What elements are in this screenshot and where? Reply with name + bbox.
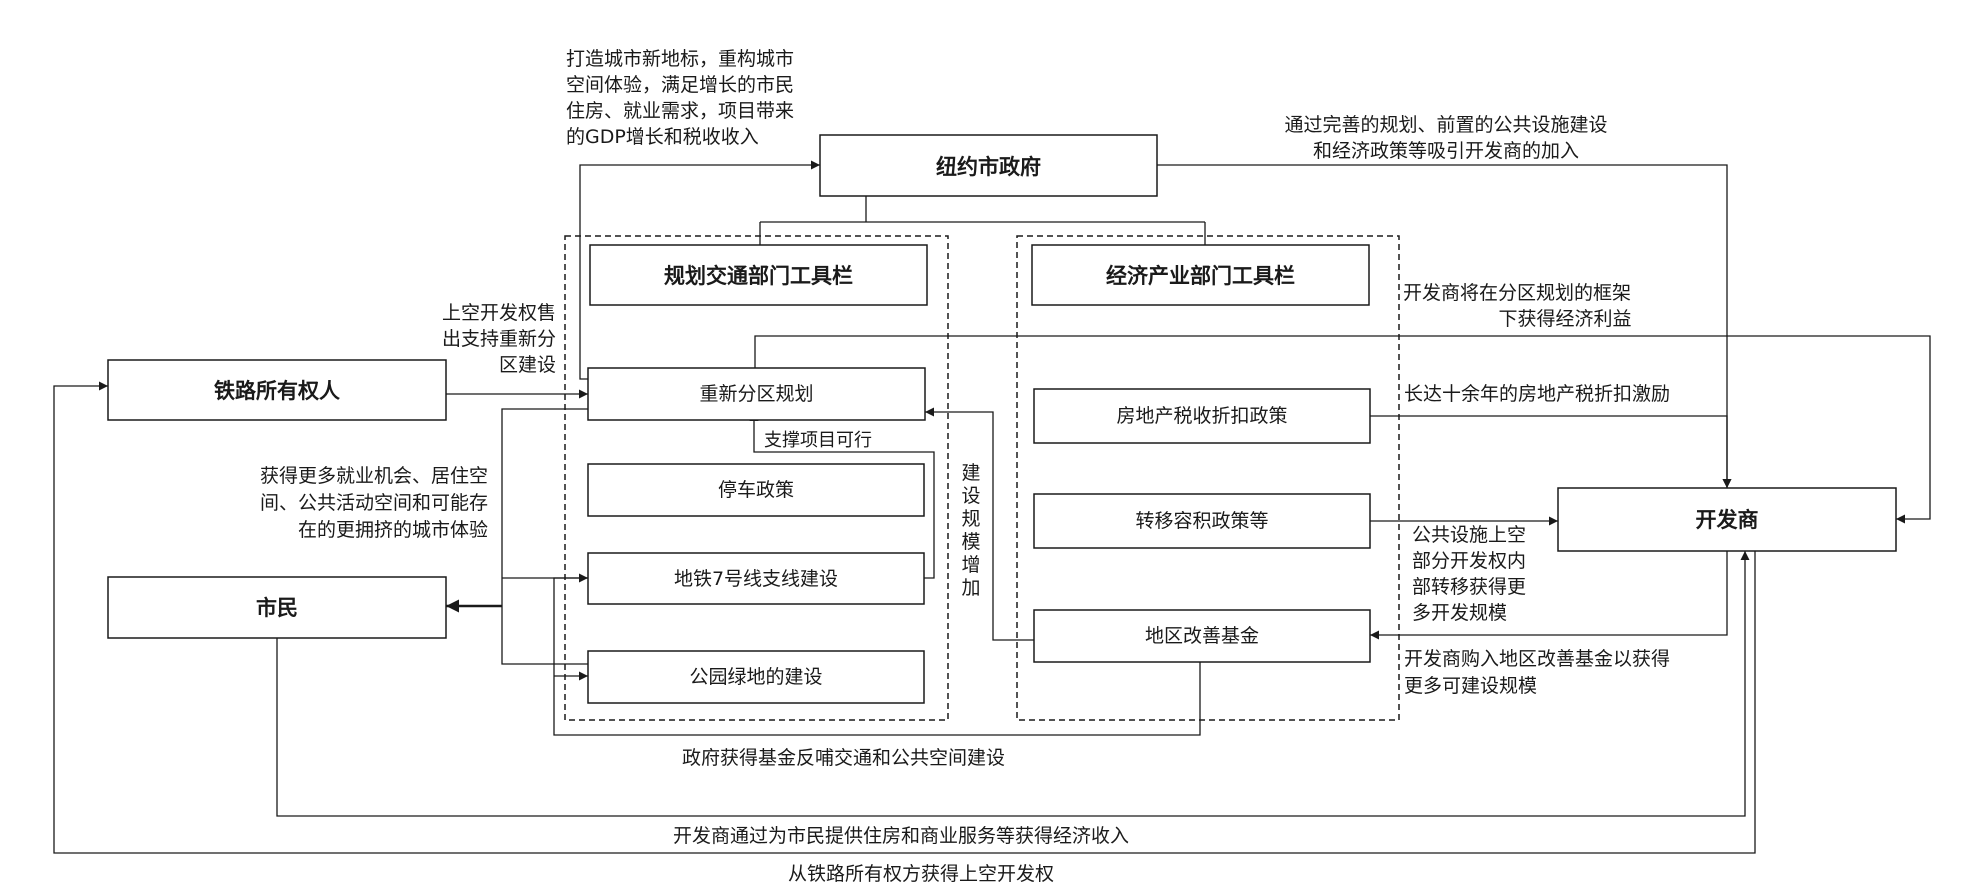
scale-increase-annotation-line: 设 — [961, 485, 980, 507]
economic-toolbar-label: 经济产业部门工具栏 — [1106, 264, 1295, 288]
developer-label: 开发商 — [1696, 508, 1759, 532]
scale-increase-annotation-line: 规 — [961, 508, 980, 530]
tool-property-tax-policy-label: 房地产税收折扣政策 — [1116, 405, 1287, 427]
citizen-benefits-annotation-line: 间、公共活动空间和可能存 — [260, 492, 488, 514]
economic-toolbar-header: 经济产业部门工具栏 — [1031, 244, 1370, 306]
planning-toolbar-group — [564, 235, 949, 721]
fund-purchase-annotation-line: 更多可建设规模 — [1404, 675, 1537, 697]
railway-owner-label: 铁路所有权人 — [214, 379, 340, 403]
arrow-tax-to-developer — [1370, 415, 1732, 488]
air-rights-transfer-annotation-line: 部分开发权内 — [1412, 550, 1526, 572]
developer-profit-annotation: 开发商将在分区规划的框架下获得经济利益 — [1403, 282, 1632, 330]
tool-subway-extension: 地铁7号线支线建设 — [587, 552, 925, 605]
developer-node: 开发商 — [1557, 487, 1897, 552]
support-feasibility-annotation: 支撑项目可行 — [764, 430, 872, 451]
tool-district-improvement-fund-label: 地区改善基金 — [1145, 625, 1259, 647]
government-goal-annotation-line: 住房、就业需求，项目带来 — [566, 100, 794, 122]
government-to-developer-annotation-line: 和经济政策等吸引开发商的加入 — [1313, 140, 1579, 162]
planning-toolbar-header: 规划交通部门工具栏 — [589, 244, 928, 306]
tool-subway-extension-label: 地铁7号线支线建设 — [674, 568, 838, 590]
tool-rezoning-label: 重新分区规划 — [699, 383, 813, 405]
arrow-rezoning-to-developer — [754, 335, 1931, 524]
developer-income-annotation: 开发商通过为市民提供住房和商业服务等获得经济收入 — [673, 825, 1129, 847]
citizen-benefits-annotation-line: 在的更拥挤的城市体验 — [298, 519, 488, 541]
tool-parking-policy-label: 停车政策 — [718, 479, 794, 501]
tool-parking-policy: 停车政策 — [587, 463, 925, 517]
fund-purchase-annotation: 开发商购入地区改善基金以获得更多可建设规模 — [1404, 648, 1670, 697]
arrow-subway-to-rezoning — [749, 412, 935, 579]
scale-increase-annotation-line: 建 — [961, 462, 980, 484]
developer-profit-annotation-line: 开发商将在分区规划的框架 — [1403, 282, 1631, 304]
government-goal-annotation-line: 打造城市新地标，重构城市 — [566, 48, 794, 70]
fund-purchase-annotation-line: 开发商购入地区改善基金以获得 — [1404, 648, 1670, 670]
tool-rezoning: 重新分区规划 — [587, 367, 926, 421]
air-rights-sale-annotation-line: 出支持重新分 — [442, 328, 556, 350]
arrow-developer-to-fund — [1370, 551, 1728, 640]
connector-lines — [759, 196, 1206, 245]
air-rights-sale-annotation: 上空开发权售出支持重新分区建设 — [442, 302, 556, 376]
government-label: 纽约市政府 — [936, 155, 1041, 179]
arrow-air-rights-to-railway — [53, 381, 1756, 854]
fund-feedback-annotation: 政府获得基金反哺交通和公共空间建设 — [682, 747, 1005, 769]
flow-arrows — [53, 160, 1931, 854]
arrow-fund-to-rezoning — [925, 407, 1034, 641]
citizen-benefits-annotation: 获得更多就业机会、居住空间、公共活动空间和可能存在的更拥挤的城市体验 — [260, 465, 488, 541]
air-rights-transfer-annotation-line: 公共设施上空 — [1412, 524, 1526, 546]
air-rights-transfer-annotation: 公共设施上空部分开发权内部转移获得更多开发规模 — [1412, 524, 1526, 624]
scale-increase-annotation-line: 模 — [961, 531, 980, 553]
air-rights-transfer-annotation-line: 多开发规模 — [1412, 602, 1507, 624]
air-rights-sale-annotation-line: 区建设 — [499, 354, 556, 376]
tool-property-tax-policy: 房地产税收折扣政策 — [1033, 388, 1371, 444]
government-to-developer-annotation: 通过完善的规划、前置的公共设施建设和经济政策等吸引开发商的加入 — [1284, 114, 1607, 162]
government-goal-annotation-line: 的GDP增长和税收收入 — [566, 126, 759, 148]
railway-owner-node: 铁路所有权人 — [107, 359, 447, 421]
tool-park-construction-label: 公园绿地的建设 — [689, 666, 822, 688]
air-rights-acquire-annotation: 从铁路所有权方获得上空开发权 — [788, 863, 1054, 885]
citizen-benefits-annotation-line: 获得更多就业机会、居住空 — [260, 465, 488, 487]
arrow-rezoning-to-government — [579, 160, 820, 380]
scale-increase-annotation: 建设规模增加 — [961, 462, 980, 599]
planning-toolbar-label: 规划交通部门工具栏 — [664, 264, 853, 288]
arrow-government-to-developer — [1157, 164, 1732, 488]
economic-toolbar-group — [1016, 235, 1400, 721]
tool-park-construction: 公园绿地的建设 — [587, 650, 925, 704]
citizens-label: 市民 — [256, 596, 298, 620]
tool-district-improvement-fund: 地区改善基金 — [1033, 609, 1371, 663]
air-rights-transfer-annotation-line: 部转移获得更 — [1412, 576, 1526, 598]
citizens-node: 市民 — [107, 576, 447, 639]
tax-incentive-annotation: 长达十余年的房地产税折扣激励 — [1404, 383, 1670, 405]
government-goal-annotation-line: 空间体验，满足增长的市民 — [566, 74, 794, 96]
government-node: 纽约市政府 — [819, 134, 1158, 197]
developer-profit-annotation-line: 下获得经济利益 — [1498, 308, 1631, 330]
tool-far-transfer-policy-label: 转移容积政策等 — [1135, 510, 1268, 532]
air-rights-sale-annotation-line: 上空开发权售 — [442, 302, 556, 324]
government-goal-annotation: 打造城市新地标，重构城市空间体验，满足增长的市民住房、就业需求，项目带来的GDP… — [566, 48, 794, 148]
government-to-developer-annotation-line: 通过完善的规划、前置的公共设施建设 — [1284, 114, 1607, 136]
tool-far-transfer-policy: 转移容积政策等 — [1033, 493, 1371, 549]
scale-increase-annotation-line: 加 — [961, 577, 980, 599]
scale-increase-annotation-line: 增 — [961, 554, 980, 576]
arrow-citizens-to-developer — [276, 551, 1750, 817]
arrow-tools-bus — [501, 408, 588, 665]
